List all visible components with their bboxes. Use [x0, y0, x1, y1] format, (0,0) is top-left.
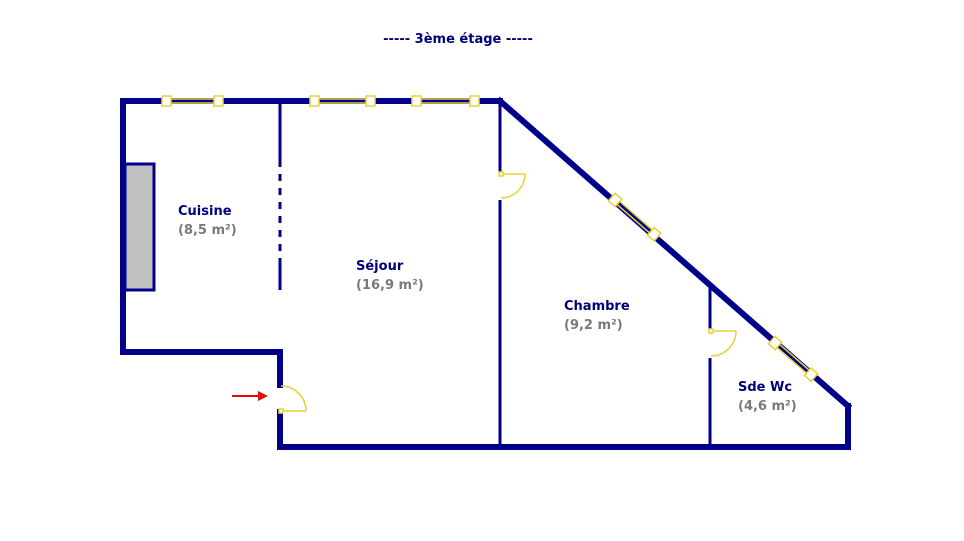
room-living: Séjour (16,9 m²) — [356, 259, 424, 293]
room-name: Séjour — [356, 259, 404, 274]
window-bathroom — [767, 335, 819, 383]
door-bathroom — [708, 328, 737, 357]
room-name: Sde Wc — [738, 380, 792, 395]
floor-title: ----- 3ème étage ----- — [383, 32, 533, 47]
window-kitchen — [161, 95, 224, 107]
room-kitchen: Cuisine (8,5 m²) — [178, 204, 237, 238]
room-bathroom: Sde Wc (4,6 m²) — [738, 380, 797, 414]
entrance-arrow-icon — [232, 391, 268, 401]
kitchen-counter — [123, 162, 156, 292]
room-name: Cuisine — [178, 204, 232, 219]
windows-diagonal — [607, 192, 819, 383]
windows-top — [161, 95, 480, 107]
interior-walls — [278, 101, 712, 447]
room-area: (16,9 m²) — [356, 278, 424, 293]
room-area: (9,2 m²) — [564, 318, 623, 333]
exterior-walls — [120, 96, 853, 450]
window-living-2 — [411, 95, 480, 107]
room-name: Chambre — [564, 299, 630, 314]
room-area: (4,6 m²) — [738, 399, 797, 414]
window-bedroom — [607, 192, 662, 243]
door-entrance — [278, 385, 307, 414]
doors — [278, 171, 737, 414]
room-area: (8,5 m²) — [178, 223, 237, 238]
window-living-1 — [309, 95, 376, 107]
room-bedroom: Chambre (9,2 m²) — [564, 299, 630, 333]
wall-diagonal — [495, 96, 853, 411]
door-bedroom — [498, 171, 526, 199]
